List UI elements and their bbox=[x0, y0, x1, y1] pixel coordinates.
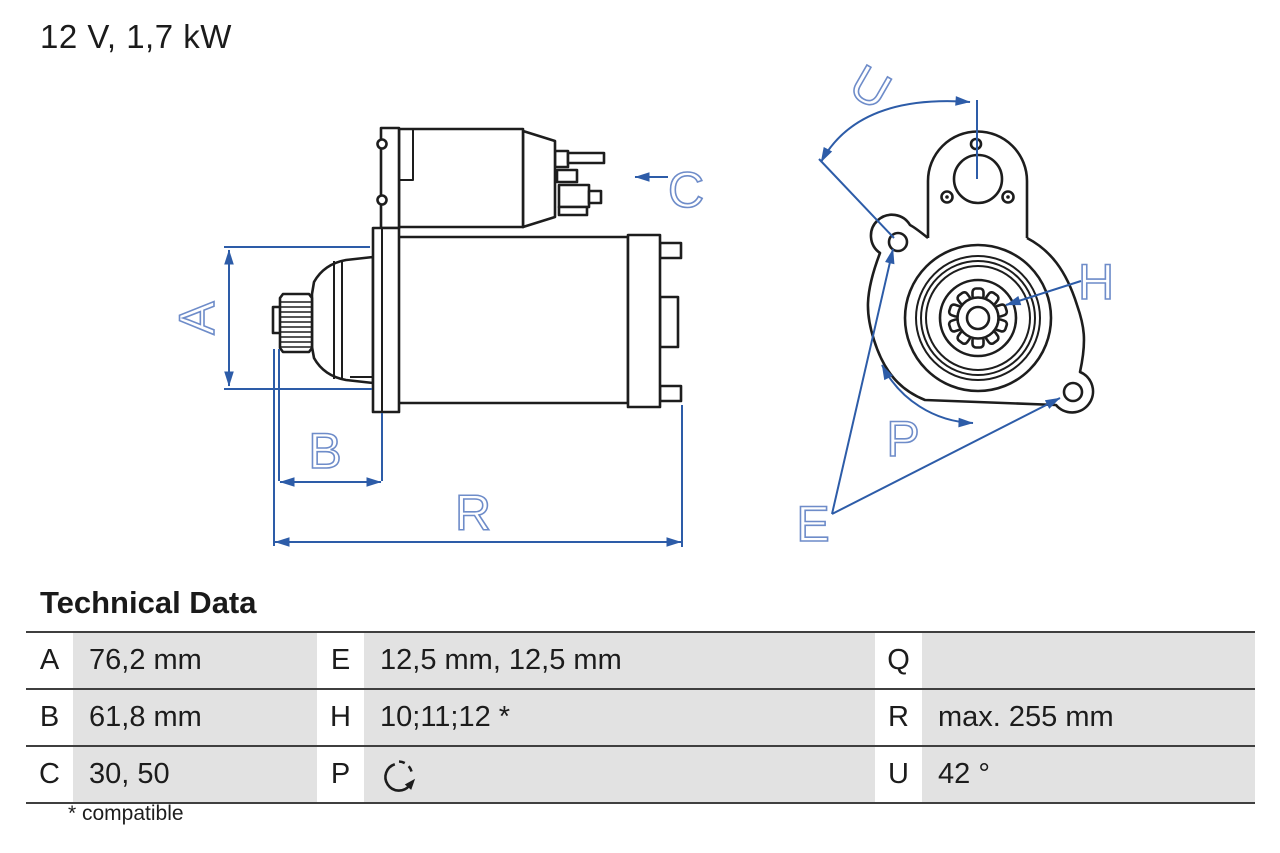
side-view-dimensions: A B R C bbox=[168, 161, 705, 547]
dimension-label-c: C bbox=[668, 162, 704, 218]
cell-key-a: A bbox=[26, 633, 73, 688]
table-row: C 30, 50 P U 42 ° bbox=[26, 745, 1255, 804]
cell-key-b: B bbox=[26, 690, 73, 745]
dimension-label-p: P bbox=[886, 411, 919, 467]
dimension-label-a: A bbox=[169, 301, 225, 335]
cell-value-c: 30, 50 bbox=[73, 747, 317, 802]
starter-front-view bbox=[866, 130, 1095, 414]
cell-value-e: 12,5 mm, 12,5 mm bbox=[364, 633, 875, 688]
pinion-hatching bbox=[281, 301, 311, 348]
page-title: 12 V, 1,7 kW bbox=[40, 18, 232, 55]
cell-key-q: Q bbox=[875, 633, 922, 688]
cell-value-u: 42 ° bbox=[922, 747, 1255, 802]
dimension-label-h: H bbox=[1078, 254, 1114, 310]
cell-key-c: C bbox=[26, 747, 73, 802]
cell-value-r: max. 255 mm bbox=[922, 690, 1255, 745]
cell-value-q bbox=[922, 633, 1255, 688]
dimension-label-u: U bbox=[841, 54, 900, 121]
starter-side-view bbox=[271, 126, 683, 414]
cell-key-u: U bbox=[875, 747, 922, 802]
table-footnote: * compatible bbox=[68, 802, 184, 825]
technical-data-table: A 76,2 mm E 12,5 mm, 12,5 mm Q B 61,8 mm… bbox=[26, 631, 1255, 804]
cell-value-h: 10;11;12 * bbox=[364, 690, 875, 745]
cell-value-p bbox=[364, 747, 875, 802]
cell-key-e: E bbox=[317, 633, 364, 688]
table-row: A 76,2 mm E 12,5 mm, 12,5 mm Q bbox=[26, 631, 1255, 688]
cell-key-r: R bbox=[875, 690, 922, 745]
pinion-gear-front bbox=[947, 287, 1009, 349]
dimension-label-r: R bbox=[455, 485, 491, 541]
rotation-cw-icon bbox=[384, 759, 416, 792]
table-row: B 61,8 mm H 10;11;12 * R max. 255 mm bbox=[26, 688, 1255, 745]
table-heading: Technical Data bbox=[40, 585, 257, 620]
cell-value-a: 76,2 mm bbox=[73, 633, 317, 688]
dimension-label-e: E bbox=[796, 496, 829, 552]
dimension-label-b: B bbox=[308, 423, 341, 479]
cell-key-h: H bbox=[317, 690, 364, 745]
cell-key-p: P bbox=[317, 747, 364, 802]
cell-value-b: 61,8 mm bbox=[73, 690, 317, 745]
